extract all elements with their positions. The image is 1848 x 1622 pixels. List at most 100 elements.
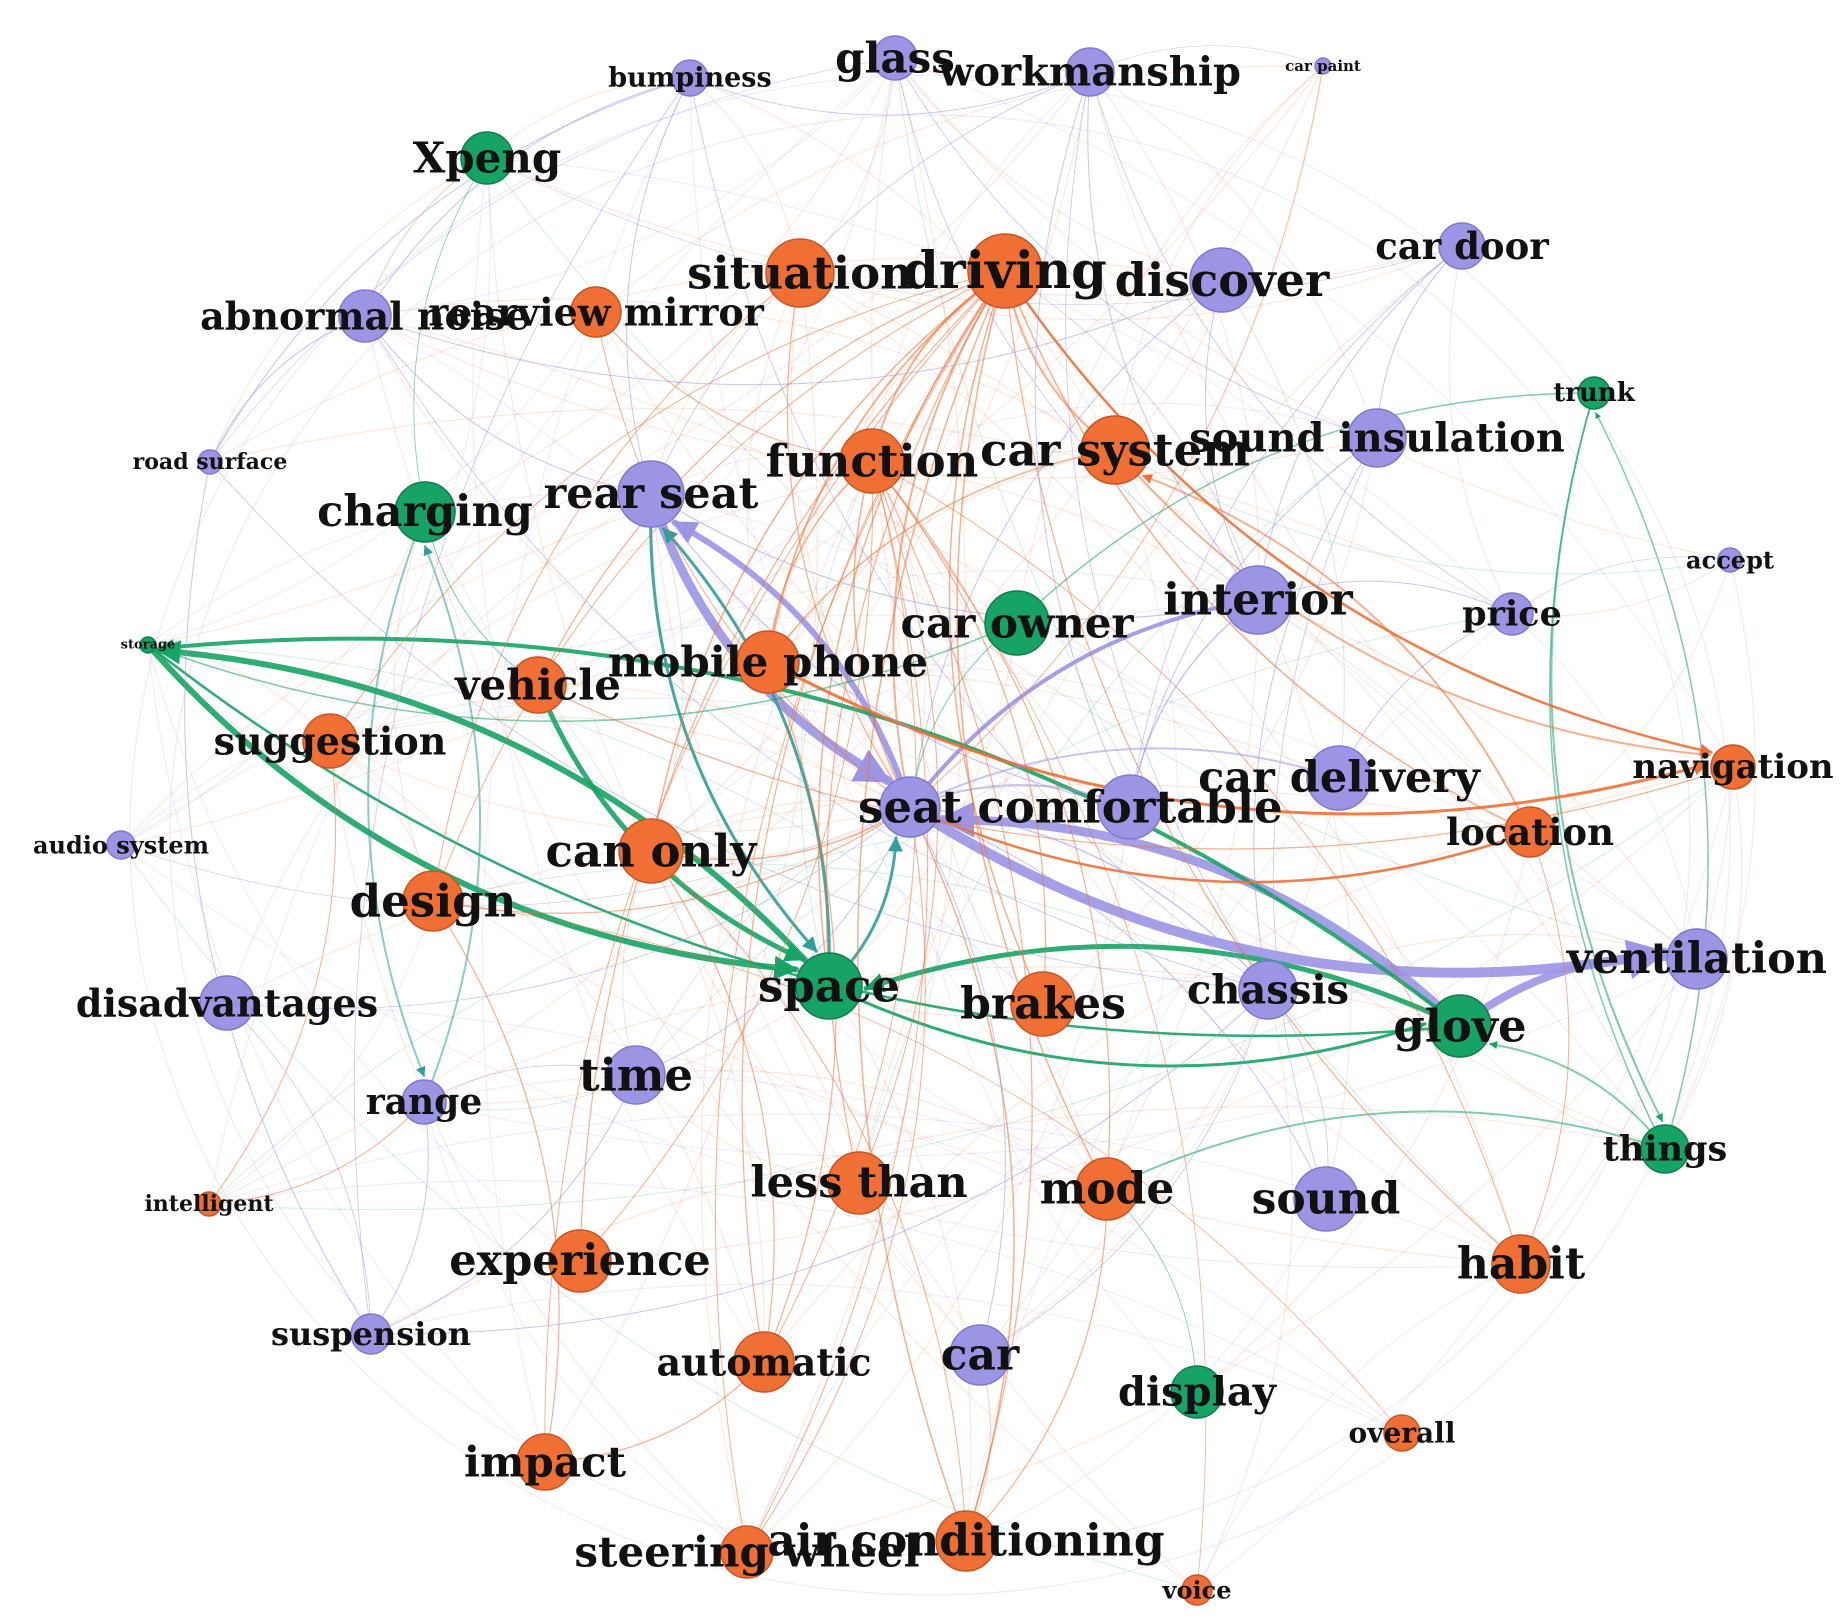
node-canonly[interactable] <box>618 818 684 884</box>
node-discover[interactable] <box>1189 247 1255 313</box>
node-storage[interactable] <box>139 636 157 654</box>
node-range[interactable] <box>401 1079 447 1125</box>
background-edge <box>871 460 926 808</box>
node-suggestion[interactable] <box>302 713 358 769</box>
edge-soundinsulation-sound <box>1272 437 1378 1200</box>
node-impact[interactable] <box>516 1433 574 1491</box>
node-sound[interactable] <box>1293 1166 1359 1232</box>
node-abnormalnoise[interactable] <box>338 289 392 343</box>
node-automatic[interactable] <box>733 1331 795 1393</box>
node-rearseat[interactable] <box>617 460 685 528</box>
background-edge <box>979 777 1340 1356</box>
node-lessthan[interactable] <box>827 1151 891 1215</box>
background-edge <box>650 493 1666 1150</box>
node-space[interactable] <box>795 952 863 1020</box>
node-brakes[interactable] <box>1010 971 1076 1037</box>
edge-trunk-carowner <box>1016 392 1595 624</box>
edge-space-glove <box>827 984 1427 1068</box>
node-glove[interactable] <box>1428 994 1492 1058</box>
node-navigation[interactable] <box>1710 744 1756 790</box>
node-situation[interactable] <box>765 238 835 308</box>
background-edge <box>1089 71 1698 960</box>
edge-workmanship-price <box>1089 71 1513 615</box>
label-driving: driving <box>903 241 1107 301</box>
background-edge <box>871 402 1378 462</box>
node-mode[interactable] <box>1075 1157 1139 1221</box>
edge-intelligent-suggestion <box>208 740 337 1205</box>
background-edge <box>746 806 1131 1553</box>
label-design: design <box>350 875 517 928</box>
background-edge <box>635 1069 1108 1190</box>
node-interior[interactable] <box>1223 565 1293 635</box>
edge-car-chassis <box>979 989 1269 1356</box>
node-intelligent[interactable] <box>196 1191 222 1217</box>
background-edge <box>635 613 1513 1076</box>
edge-bumpiness-workmanship <box>689 71 1091 116</box>
background-edge <box>1089 71 1378 439</box>
node-rearviewmirror[interactable] <box>570 286 622 338</box>
node-workmanship[interactable] <box>1065 47 1115 97</box>
node-experience[interactable] <box>548 1229 612 1293</box>
node-display[interactable] <box>1170 1365 1224 1419</box>
node-chassis[interactable] <box>1238 960 1298 1020</box>
node-trunk[interactable] <box>1577 376 1611 410</box>
edge-airconditioning-mode <box>965 1188 1108 1542</box>
node-disadvantages[interactable] <box>199 975 255 1031</box>
label-charging: charging <box>317 487 533 537</box>
node-time[interactable] <box>606 1045 666 1105</box>
node-design[interactable] <box>402 870 464 932</box>
node-glass[interactable] <box>872 35 918 81</box>
node-vehicle[interactable] <box>509 656 567 714</box>
node-function[interactable] <box>839 428 905 494</box>
background-edge <box>1664 559 1757 1150</box>
node-cardelivery[interactable] <box>1306 745 1372 811</box>
node-carowner[interactable] <box>984 590 1050 656</box>
background-edge <box>486 157 1463 296</box>
node-driving[interactable] <box>967 233 1043 309</box>
edge-bumpiness-roadsurface <box>209 77 691 463</box>
node-carpaint[interactable] <box>1314 57 1332 75</box>
node-charging[interactable] <box>394 481 456 543</box>
background-edge <box>650 493 1198 1591</box>
edge-sound-seat <box>909 806 1327 1200</box>
edge-things-glove <box>1489 1041 1666 1150</box>
node-habit[interactable] <box>1491 1234 1551 1294</box>
edge-driving-canonly <box>650 270 1006 852</box>
label-audiosystem: audio system <box>33 831 209 860</box>
node-location[interactable] <box>1504 806 1556 858</box>
label-suggestion: suggestion <box>214 719 447 764</box>
node-car[interactable] <box>949 1324 1011 1386</box>
background-edge <box>209 407 1513 615</box>
background-edge <box>329 716 911 808</box>
node-things[interactable] <box>1640 1124 1690 1174</box>
edge-cardoor-interior <box>1257 245 1463 601</box>
node-airconditioning[interactable] <box>935 1510 997 1572</box>
background-edge <box>120 844 1198 1591</box>
label-soundinsulation: sound insulation <box>1189 415 1565 462</box>
node-soundinsulation[interactable] <box>1347 408 1407 468</box>
node-xpeng[interactable] <box>460 131 514 185</box>
node-audiosystem[interactable] <box>106 830 136 860</box>
node-carsystem[interactable] <box>1080 415 1150 485</box>
node-price[interactable] <box>1490 592 1534 636</box>
background-edge <box>147 492 652 646</box>
node-comfortable[interactable] <box>1097 774 1163 840</box>
node-cardoor[interactable] <box>1438 222 1486 270</box>
node-overall[interactable] <box>1383 1414 1421 1452</box>
edge-time-seat <box>635 806 911 1076</box>
label-storage: storage <box>121 638 176 653</box>
edge-car-seat <box>909 806 1006 1356</box>
node-accept[interactable] <box>1717 547 1743 573</box>
node-roadsurface[interactable] <box>197 449 223 475</box>
node-ventilation[interactable] <box>1666 928 1728 990</box>
node-bumpiness[interactable] <box>671 59 709 97</box>
node-seat[interactable] <box>879 776 941 838</box>
node-steeringwheel[interactable] <box>720 1525 774 1579</box>
edge-glove-space <box>863 943 1463 1029</box>
edge-rearseat-interior <box>650 493 1259 620</box>
edge-xpeng-charging <box>413 157 488 513</box>
node-mobilephone[interactable] <box>736 630 800 694</box>
node-suspension[interactable] <box>350 1313 392 1355</box>
node-voice[interactable] <box>1181 1574 1213 1606</box>
label-impact: impact <box>464 1438 627 1487</box>
